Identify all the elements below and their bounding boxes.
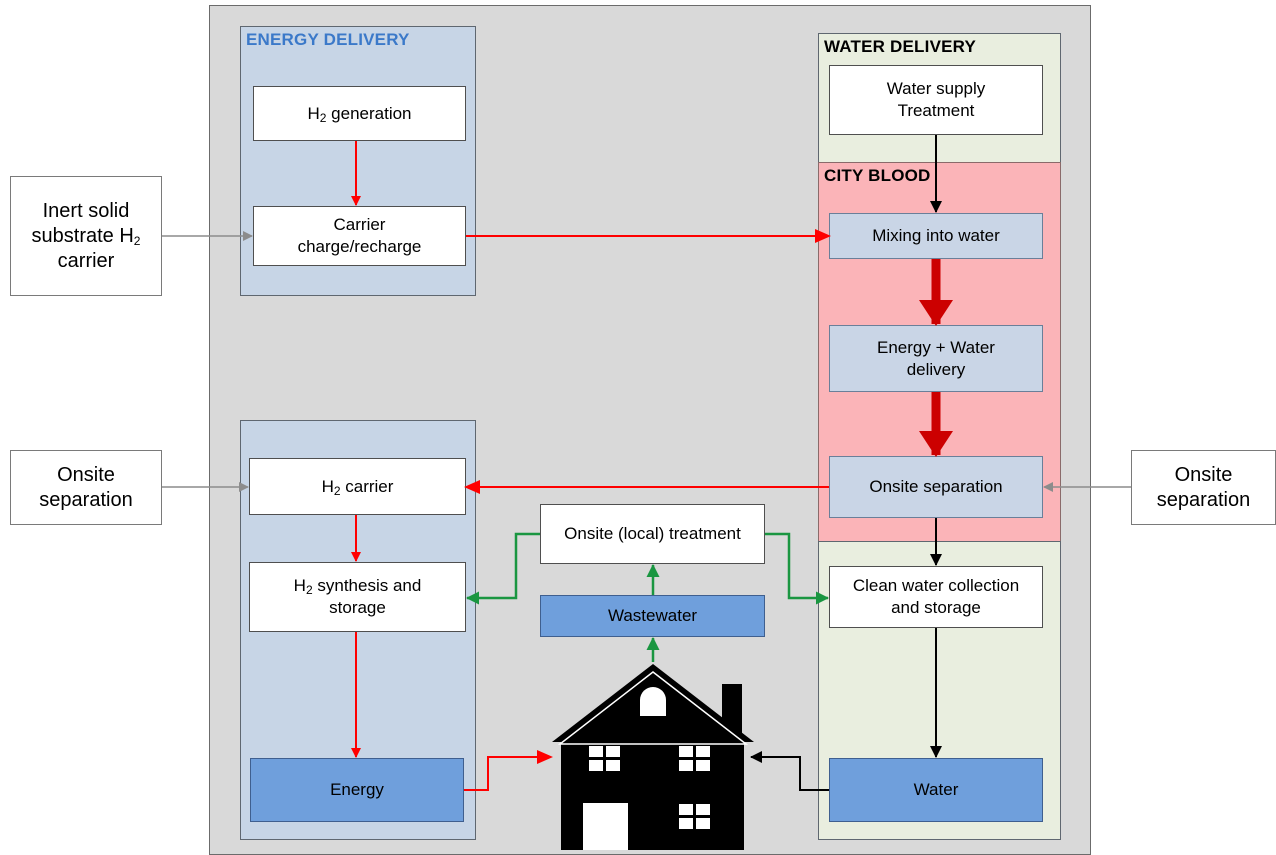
h2-synthesis-box: H2 synthesis and storage [249, 562, 466, 632]
onsite-separation-center-label: Onsite separation [869, 477, 1003, 496]
energy-box: Energy [250, 758, 464, 822]
energy-label: Energy [330, 780, 384, 799]
carrier-recharge-label: Carrier charge/recharge [297, 215, 422, 256]
h2-synthesis-label: H2 synthesis and storage [293, 576, 422, 617]
water-box: Water [829, 758, 1043, 822]
h2-carrier-box: H2 carrier [249, 458, 466, 515]
city-blood-title: CITY BLOOD [824, 166, 931, 185]
onsite-separation-right-label: Onsite separation [1156, 463, 1251, 511]
arrow-water-to-house [750, 751, 829, 791]
onsite-separation-left-label: Onsite separation [39, 463, 133, 511]
onsite-separation-right-box: Onsite separation [1131, 450, 1276, 525]
energy-water-delivery-box: Energy + Water delivery [829, 325, 1043, 392]
mixing-into-water-label: Mixing into water [872, 226, 1000, 245]
onsite-separation-left-box: Onsite separation [10, 450, 162, 525]
clean-water-collection-label: Clean water collection and storage [852, 576, 1020, 617]
onsite-separation-center-box: Onsite separation [829, 456, 1043, 518]
water-supply-label: Water supply Treatment [886, 79, 986, 120]
mixing-into-water-box: Mixing into water [829, 213, 1043, 259]
wastewater-box: Wastewater [540, 595, 765, 637]
water-label: Water [913, 780, 959, 799]
arrow-treatment-to-synthesis [466, 532, 540, 605]
house-icon [552, 664, 754, 850]
water-delivery-title: WATER DELIVERY [824, 37, 977, 56]
onsite-local-treatment-label: Onsite (local) treatment [564, 524, 741, 543]
energy-delivery-title: ENERGY DELIVERY [246, 30, 410, 49]
inert-solid-substrate-box: Inert solid substrate H2 carrier [10, 176, 162, 296]
energy-water-delivery-label: Energy + Water delivery [877, 337, 995, 379]
onsite-local-treatment-box: Onsite (local) treatment [540, 504, 765, 564]
inert-solid-label: Inert solid substrate H2 carrier [31, 199, 141, 272]
h2-carrier-label: H2 carrier [321, 476, 394, 498]
clean-water-collection-box: Clean water collection and storage [829, 566, 1043, 628]
carrier-recharge-box: Carrier charge/recharge [253, 206, 466, 266]
water-supply-box: Water supply Treatment [829, 65, 1043, 135]
h2-generation-box: H2 generation [253, 86, 466, 141]
h2-generation-label: H2 generation [307, 103, 412, 125]
arrow-energy-to-house [464, 750, 553, 791]
arrow-treatment-to-collection [765, 532, 829, 605]
wastewater-label: Wastewater [607, 606, 698, 625]
